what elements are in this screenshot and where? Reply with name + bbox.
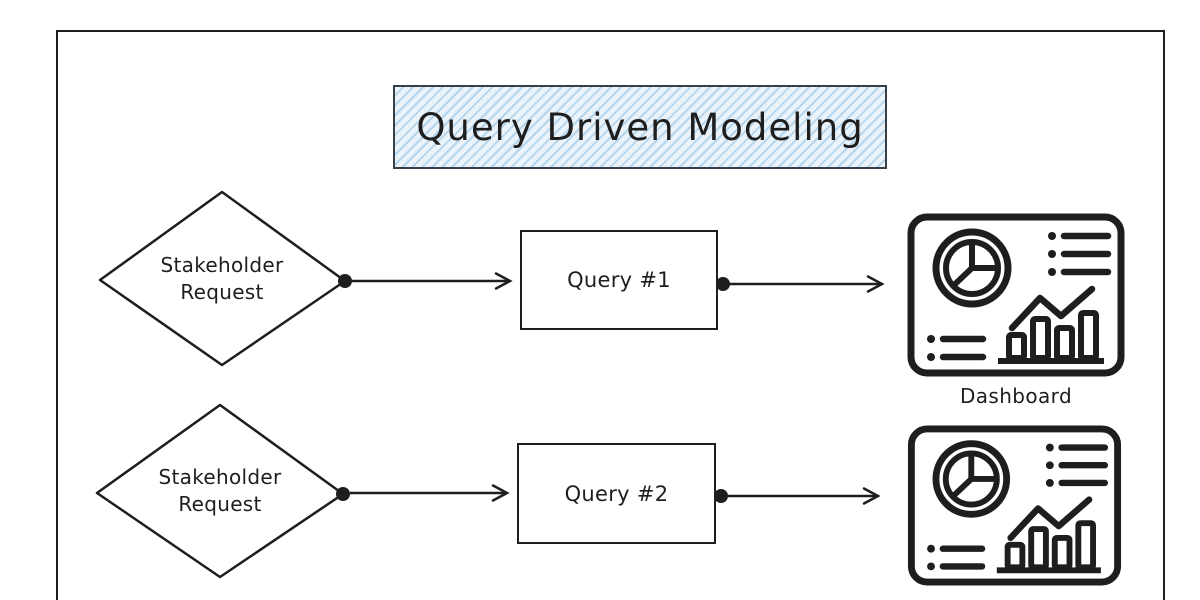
dashboard-icon xyxy=(907,213,1125,377)
process-node-label: Query #2 xyxy=(564,481,669,506)
bar-chart-icon xyxy=(996,496,1101,574)
decision-node-label: Stakeholder Request xyxy=(122,252,322,306)
pie-chart-icon xyxy=(932,440,1011,518)
trend-line-icon xyxy=(1008,285,1096,332)
pie-chart-icon xyxy=(932,228,1012,308)
dashboard-caption: Dashboard xyxy=(959,384,1073,408)
trend-line-icon xyxy=(1007,496,1093,542)
bullet-list-icon xyxy=(927,544,986,571)
dashboard-icon xyxy=(907,425,1122,586)
connector-dot xyxy=(338,274,352,288)
process-node-query1: Query #1 xyxy=(520,230,718,330)
arrow-head xyxy=(862,487,881,505)
decision-node-label: Stakeholder Request xyxy=(120,464,320,518)
connector-dot xyxy=(714,489,728,503)
bar-chart-icon xyxy=(998,285,1104,364)
arrow-head xyxy=(866,275,885,293)
process-node-label: Query #1 xyxy=(567,268,671,292)
decision-diamond-shape xyxy=(98,190,347,367)
bullet-list-icon xyxy=(927,335,987,361)
bullet-list-icon xyxy=(1045,443,1109,487)
diagram-title: Query Driven Modeling xyxy=(393,85,887,169)
connector-dot xyxy=(336,487,350,501)
process-node-query2: Query #2 xyxy=(517,443,716,544)
decision-label-line1: Stakeholder xyxy=(158,465,282,489)
decision-label-line2: Request xyxy=(178,492,262,516)
arrow-head xyxy=(491,484,510,502)
bullet-list-icon xyxy=(1048,232,1112,276)
diagram-title-text: Query Driven Modeling xyxy=(416,105,864,149)
decision-label-line1: Stakeholder xyxy=(160,253,284,277)
canvas-frame xyxy=(56,30,1165,600)
connector-dot xyxy=(716,277,730,291)
decision-label-line2: Request xyxy=(180,280,264,304)
arrow-head xyxy=(494,272,513,290)
decision-diamond-shape xyxy=(95,403,345,579)
